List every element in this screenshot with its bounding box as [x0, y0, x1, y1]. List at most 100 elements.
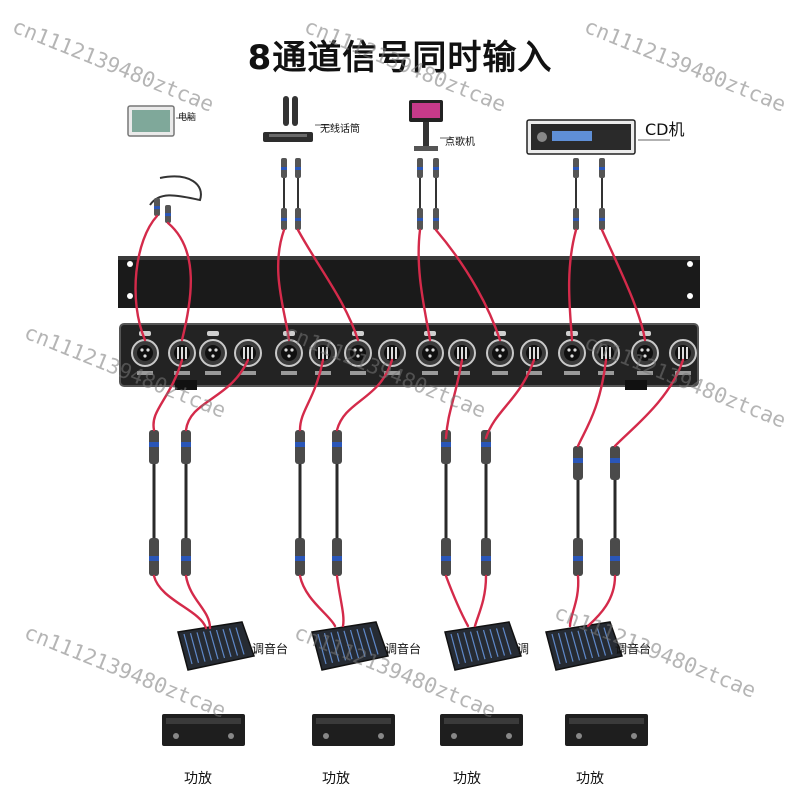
socket-pin	[495, 348, 499, 352]
connector-band	[610, 458, 620, 463]
splitter-rack-front-panel	[119, 323, 699, 390]
socket-pin	[431, 348, 435, 352]
karaoke-base	[414, 146, 438, 151]
socket-pin	[208, 348, 212, 352]
mixer-label-4: 调音台	[615, 642, 652, 656]
rack-ear-hole	[127, 261, 133, 267]
mixer-channel-strip	[209, 630, 219, 660]
amp-knob	[451, 733, 457, 739]
microphone-icon	[283, 96, 289, 126]
connector-band	[154, 206, 160, 210]
signal-cable	[335, 574, 345, 628]
signal-cable	[576, 358, 608, 448]
signal-cable	[484, 358, 536, 440]
socket-caption	[137, 371, 153, 375]
mixer-channel-strip	[202, 631, 213, 661]
mixer-channel-strip	[317, 633, 327, 665]
signal-cable	[298, 358, 325, 432]
amp-label-4: 功放	[576, 771, 604, 787]
socket-caption	[240, 371, 256, 375]
mixer-channel-strip	[235, 627, 245, 655]
connector-band	[149, 556, 159, 561]
mixer-channel-strip	[476, 630, 486, 660]
signal-cable	[152, 574, 208, 630]
rack-top-body	[118, 256, 700, 308]
cd-display	[552, 131, 592, 141]
mixer-channel-strip	[583, 629, 594, 659]
mixer-icon	[444, 621, 522, 671]
connector-band	[295, 442, 305, 447]
mixer-channel-strip	[228, 628, 239, 656]
socket-pin	[356, 354, 360, 358]
mixer-channel-strip	[570, 631, 581, 661]
connector-band	[573, 556, 583, 561]
amp-label-3: 功放	[453, 771, 481, 787]
connector-band	[332, 556, 342, 561]
socket-caption	[205, 371, 221, 375]
source-label-karaoke: 点歌机	[445, 137, 475, 148]
amp-knob	[323, 733, 329, 739]
connector-band	[599, 167, 605, 170]
amp-knob	[173, 733, 179, 739]
mixer-channel-strip	[330, 632, 340, 662]
signal-cable	[184, 358, 250, 432]
signal-cable	[567, 228, 578, 342]
socket-caption	[675, 371, 691, 375]
socket-pin	[146, 348, 150, 352]
socket-caption	[281, 371, 297, 375]
socket-pin	[570, 354, 574, 358]
amp-knob	[576, 733, 582, 739]
signal-cable	[473, 574, 488, 628]
socket-pin	[498, 354, 502, 358]
laptop-screen	[132, 110, 170, 132]
socket-caption	[350, 371, 366, 375]
amp-knob	[506, 733, 512, 739]
connector-band	[295, 167, 301, 170]
source-label-computer: 电脑	[178, 113, 197, 123]
mixer-channel-strip	[590, 629, 600, 657]
mixer-channel-strip	[495, 628, 506, 656]
amp-knob	[378, 733, 384, 739]
karaoke-stand	[423, 122, 429, 148]
laptop-y-cable	[149, 175, 202, 206]
socket-pin	[284, 348, 288, 352]
signal-cable	[444, 574, 470, 628]
signal-cable	[434, 228, 502, 342]
connector-band	[417, 167, 423, 170]
connector-band	[295, 217, 301, 221]
connector-band	[573, 167, 579, 170]
socket-core	[492, 345, 508, 361]
connector-band	[599, 217, 605, 221]
connector-band	[417, 217, 423, 221]
mixer-icon	[311, 621, 389, 671]
signal-cable	[417, 228, 432, 342]
connector-band	[281, 217, 287, 221]
mixer-channel-strip	[577, 630, 587, 660]
mixer-channel-strip	[482, 629, 493, 659]
socket-core	[205, 345, 221, 361]
connector-band	[441, 442, 451, 447]
socket-pin	[140, 348, 144, 352]
signal-cables	[134, 214, 685, 630]
socket-pin	[143, 354, 147, 358]
mixer-channel-strip	[463, 632, 473, 662]
signal-cable	[152, 358, 184, 432]
socket-pin	[290, 348, 294, 352]
connector-band	[332, 442, 342, 447]
mixer-label-1: 调音台	[252, 642, 289, 656]
amp-knob	[228, 733, 234, 739]
connector-band	[573, 458, 583, 463]
socket-caption	[384, 371, 400, 375]
connector-band	[281, 167, 287, 170]
amp-label-1: 功放	[184, 771, 212, 787]
connector-band	[433, 217, 439, 221]
signal-cable	[335, 358, 394, 432]
socket-caption	[492, 371, 508, 375]
amp-vent	[444, 718, 519, 724]
socket-pin	[353, 348, 357, 352]
mixer-label-2: 调音台	[385, 642, 422, 656]
socket-caption	[422, 371, 438, 375]
connector-band	[149, 442, 159, 447]
socket-caption	[315, 371, 331, 375]
mixer-channel-strip	[596, 628, 607, 656]
